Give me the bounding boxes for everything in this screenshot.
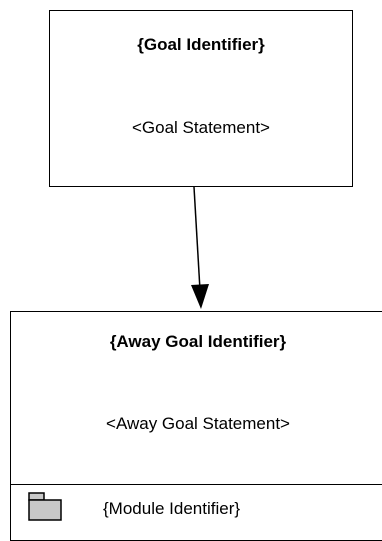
goal-node[interactable]: {Goal Identifier} <Goal Statement> xyxy=(49,10,353,187)
goal-statement: <Goal Statement> xyxy=(132,118,270,137)
module-reference: {Module Identifier} xyxy=(11,486,382,526)
away-goal-identifier: {Away Goal Identifier} xyxy=(109,332,287,351)
goal-identifier: {Goal Identifier} xyxy=(137,35,265,54)
away-goal-statement: <Away Goal Statement> xyxy=(106,414,290,433)
away-goal-node[interactable]: {Away Goal Identifier} <Away Goal Statem… xyxy=(10,311,382,541)
module-identifier: {Module Identifier} xyxy=(103,499,241,518)
supported-by-arrowhead xyxy=(191,284,209,309)
module-folder-icon xyxy=(28,492,62,521)
module-divider xyxy=(11,484,382,485)
supported-by-arrow-line xyxy=(193,186,201,291)
